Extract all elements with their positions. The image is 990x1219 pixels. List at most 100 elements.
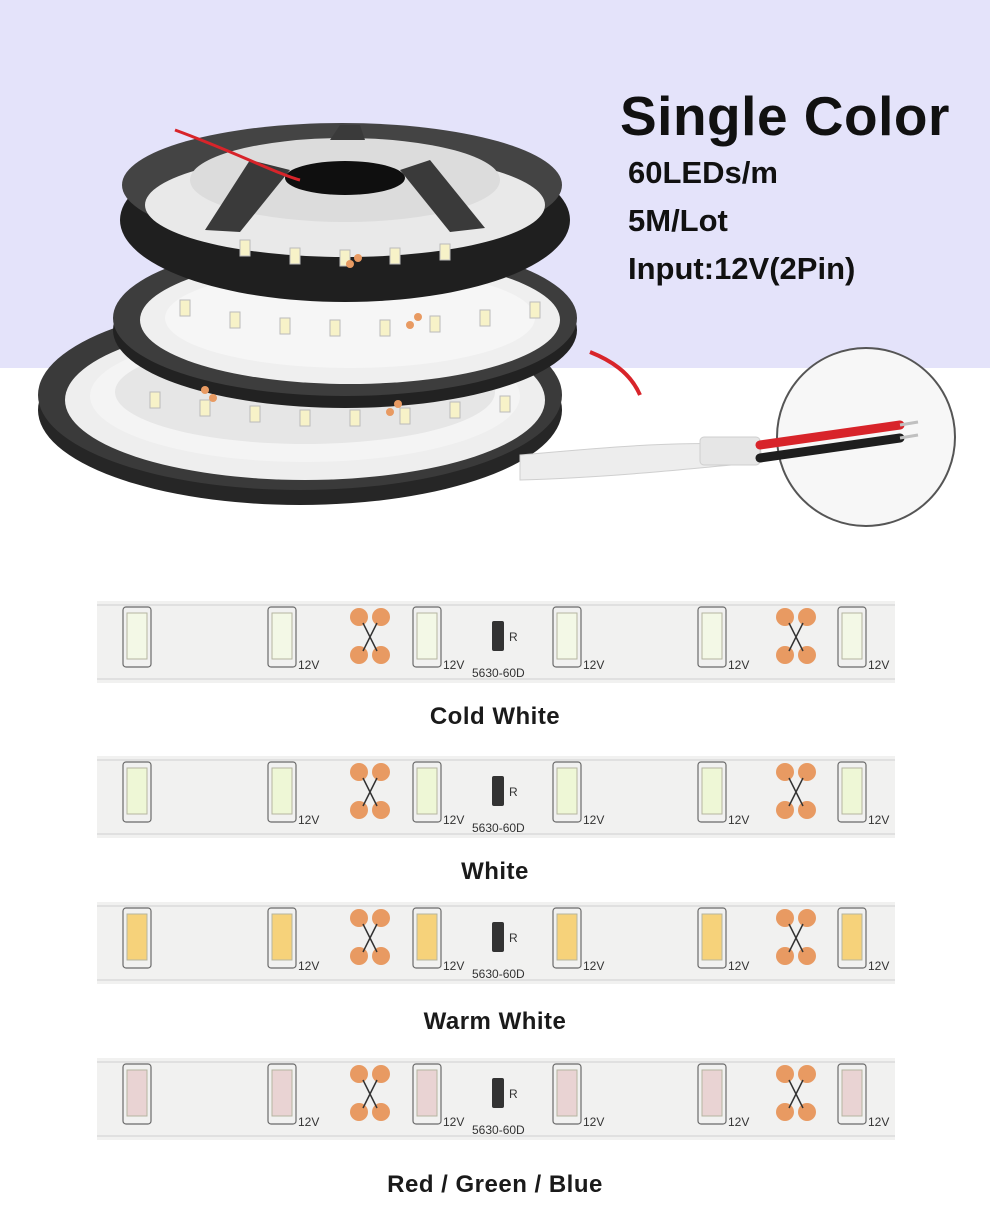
resistor bbox=[492, 1078, 504, 1108]
solder-pad bbox=[776, 646, 794, 664]
led-chip bbox=[841, 1069, 863, 1117]
voltage-mark: 12V bbox=[298, 658, 319, 672]
led-chip bbox=[271, 1069, 293, 1117]
solder-pad bbox=[798, 763, 816, 781]
led-frame bbox=[267, 761, 297, 823]
solder-pad bbox=[350, 646, 368, 664]
led-chip bbox=[126, 767, 148, 815]
voltage-mark: 12V bbox=[298, 1115, 319, 1129]
voltage-mark: 12V bbox=[583, 813, 604, 827]
spec-input-voltage: Input:12V(2Pin) bbox=[628, 251, 856, 286]
solder-pad bbox=[776, 909, 794, 927]
led-frame bbox=[697, 761, 727, 823]
voltage-mark: 12V bbox=[443, 1115, 464, 1129]
cut-mark-icon bbox=[788, 777, 804, 807]
led-frame bbox=[412, 761, 442, 823]
caption-warm-white: Warm White bbox=[423, 1008, 567, 1035]
led-frame bbox=[837, 1063, 867, 1125]
led-chip bbox=[556, 913, 578, 961]
led-frame bbox=[412, 606, 442, 668]
led-chip bbox=[126, 612, 148, 660]
led-frame bbox=[697, 907, 727, 969]
solder-pad bbox=[776, 801, 794, 819]
solder-pad bbox=[350, 909, 368, 927]
side-wire-red bbox=[589, 350, 642, 396]
led-chip bbox=[416, 913, 438, 961]
solder-pad bbox=[350, 763, 368, 781]
led-reel-illustration bbox=[38, 123, 956, 527]
solder-pad bbox=[776, 763, 794, 781]
voltage-mark: 12V bbox=[443, 658, 464, 672]
led-frame bbox=[697, 1063, 727, 1125]
led-frame bbox=[552, 1063, 582, 1125]
led-frame bbox=[697, 606, 727, 668]
led-chip bbox=[556, 767, 578, 815]
led-chip bbox=[841, 767, 863, 815]
led-chip bbox=[271, 612, 293, 660]
solder-pad bbox=[776, 947, 794, 965]
voltage-mark: 12V bbox=[868, 959, 889, 973]
solder-pad bbox=[372, 801, 390, 819]
solder-pad bbox=[372, 1065, 390, 1083]
led-frame bbox=[552, 606, 582, 668]
voltage-mark: 12V bbox=[728, 959, 749, 973]
led-frame bbox=[267, 1063, 297, 1125]
voltage-mark: 12V bbox=[298, 813, 319, 827]
voltage-mark: 12V bbox=[583, 959, 604, 973]
solder-pad bbox=[798, 801, 816, 819]
led-chip bbox=[841, 913, 863, 961]
voltage-mark: 12V bbox=[868, 813, 889, 827]
led-frame bbox=[267, 907, 297, 969]
resistor bbox=[492, 776, 504, 806]
voltage-mark: 12V bbox=[728, 1115, 749, 1129]
led-chip bbox=[126, 913, 148, 961]
led-frame bbox=[552, 907, 582, 969]
solder-pad bbox=[372, 763, 390, 781]
resistor-label: R bbox=[509, 630, 518, 644]
led-frame bbox=[267, 606, 297, 668]
led-frame bbox=[122, 1063, 152, 1125]
solder-pad bbox=[798, 1065, 816, 1083]
resistor-label: R bbox=[509, 785, 518, 799]
voltage-mark: 12V bbox=[298, 959, 319, 973]
led-chip bbox=[556, 612, 578, 660]
voltage-mark: 12V bbox=[443, 959, 464, 973]
caption-cold-white: Cold White bbox=[429, 703, 561, 730]
voltage-mark: 12V bbox=[583, 1115, 604, 1129]
led-frame bbox=[122, 761, 152, 823]
top-wire-red bbox=[174, 128, 301, 182]
led-chip bbox=[416, 612, 438, 660]
led-frame bbox=[837, 907, 867, 969]
led-chip bbox=[701, 612, 723, 660]
led-chip bbox=[841, 612, 863, 660]
cut-mark-icon bbox=[362, 622, 378, 652]
reel-led-marks bbox=[149, 239, 541, 427]
reel-solder-pads bbox=[201, 254, 422, 416]
voltage-mark: 12V bbox=[868, 658, 889, 672]
led-chip bbox=[701, 1069, 723, 1117]
voltage-mark: 12V bbox=[583, 658, 604, 672]
upper-reel bbox=[120, 123, 570, 302]
solder-pad bbox=[350, 1103, 368, 1121]
solder-pad bbox=[350, 1065, 368, 1083]
led-frame bbox=[412, 907, 442, 969]
model-mark: 5630-60D bbox=[472, 821, 525, 835]
led-chip bbox=[416, 767, 438, 815]
led-frame bbox=[122, 907, 152, 969]
model-mark: 5630-60D bbox=[472, 967, 525, 981]
resistor-label: R bbox=[509, 931, 518, 945]
led-frame bbox=[412, 1063, 442, 1125]
caption-white: White bbox=[461, 858, 529, 885]
model-mark: 5630-60D bbox=[472, 666, 525, 680]
strip-end-cap bbox=[699, 436, 761, 466]
led-frame bbox=[837, 761, 867, 823]
led-chip bbox=[701, 913, 723, 961]
solder-pad bbox=[798, 1103, 816, 1121]
led-chip bbox=[126, 1069, 148, 1117]
led-chip bbox=[701, 767, 723, 815]
cut-mark-icon bbox=[362, 777, 378, 807]
cut-mark-icon bbox=[788, 622, 804, 652]
